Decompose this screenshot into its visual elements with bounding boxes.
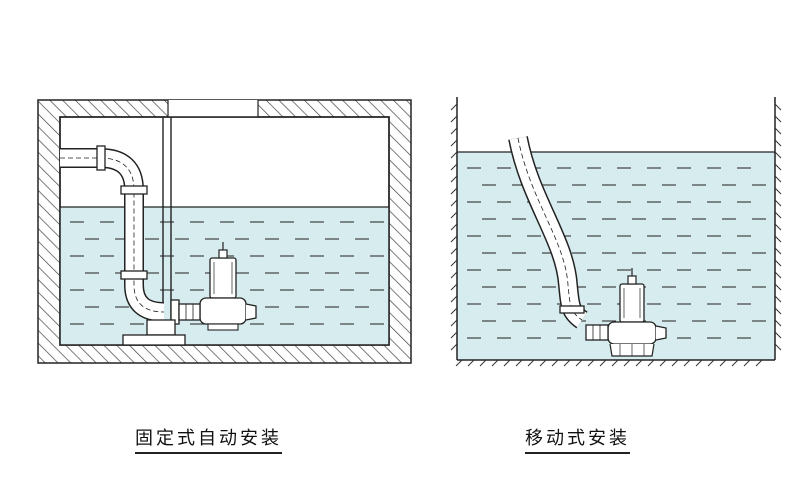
pipe-support	[146, 319, 176, 336]
wall-tick	[774, 331, 782, 339]
wall-tick	[671, 359, 679, 367]
wall-tick	[450, 319, 458, 327]
wall-tick	[623, 359, 631, 367]
wall-tick	[695, 359, 703, 367]
wall-tick	[774, 319, 782, 327]
fixed-installation-tank	[37, 99, 412, 364]
wall-tick	[527, 359, 535, 367]
wall-tick	[563, 359, 571, 367]
wall-tick	[503, 359, 511, 367]
wall-tick	[774, 235, 782, 243]
wall-tick	[774, 247, 782, 255]
wall-tick	[467, 359, 475, 367]
wall-tick	[539, 359, 547, 367]
wall-tick	[774, 151, 782, 159]
wall-tick	[575, 359, 583, 367]
wall-tick	[450, 139, 458, 147]
wall-tick	[450, 127, 458, 135]
wall-tick	[450, 211, 458, 219]
wall-tick	[450, 163, 458, 171]
wall-tick	[719, 359, 727, 367]
wall-tick	[774, 139, 782, 147]
wall-tick	[774, 187, 782, 195]
wall-tick	[450, 271, 458, 279]
wall-tick	[491, 359, 499, 367]
wall-tick	[774, 199, 782, 207]
wall-tick	[450, 283, 458, 291]
wall-tick	[450, 103, 458, 111]
wall-tick	[774, 295, 782, 303]
tank-top-opening	[168, 100, 258, 117]
wall-tick	[774, 211, 782, 219]
wall-tick	[755, 359, 763, 367]
pipe-flange	[96, 145, 106, 171]
wall-tick	[450, 187, 458, 195]
base-plate	[122, 334, 186, 346]
wall-tick	[647, 359, 655, 367]
wall-tick	[659, 359, 667, 367]
hose-clamp	[559, 305, 585, 314]
wall-tick	[479, 359, 487, 367]
wall-tick	[707, 359, 715, 367]
wall-tick	[774, 115, 782, 123]
pipe-flange	[120, 185, 148, 195]
wall-tick	[774, 223, 782, 231]
wall-tick	[774, 163, 782, 171]
wall-tick	[450, 151, 458, 159]
submersible-pump-fixed	[178, 242, 257, 331]
wall-tick	[515, 359, 523, 367]
wall-tick	[599, 359, 607, 367]
wall-tick	[450, 343, 458, 351]
wall-tick	[774, 103, 782, 111]
mobile-installation-pit	[450, 97, 782, 367]
wall-tick	[455, 359, 463, 367]
wall-tick	[450, 175, 458, 183]
wall-tick	[450, 307, 458, 315]
wall-tick	[731, 359, 739, 367]
wall-tick	[450, 199, 458, 207]
wall-tick	[635, 359, 643, 367]
wall-tick	[450, 247, 458, 255]
wall-tick	[774, 175, 782, 183]
wall-tick	[774, 283, 782, 291]
wall-tick	[611, 359, 619, 367]
wall-tick	[450, 331, 458, 339]
pipe-flange	[120, 270, 148, 280]
wall-tick	[450, 295, 458, 303]
wall-tick	[587, 359, 595, 367]
caption-fixed-installation: 固定式自动安装	[135, 424, 282, 454]
wall-tick	[774, 271, 782, 279]
wall-tick	[450, 223, 458, 231]
wall-tick	[774, 307, 782, 315]
wall-tick	[450, 115, 458, 123]
wall-hatch-ticks	[450, 103, 782, 367]
wall-tick	[450, 235, 458, 243]
wall-tick	[774, 127, 782, 135]
wall-tick	[683, 359, 691, 367]
wall-tick	[774, 259, 782, 267]
wall-tick	[774, 343, 782, 351]
caption-mobile-installation: 移动式安装	[525, 424, 630, 454]
submersible-pump-mobile	[585, 268, 667, 357]
wall-tick	[743, 359, 751, 367]
wall-tick	[450, 259, 458, 267]
wall-tick	[551, 359, 559, 367]
